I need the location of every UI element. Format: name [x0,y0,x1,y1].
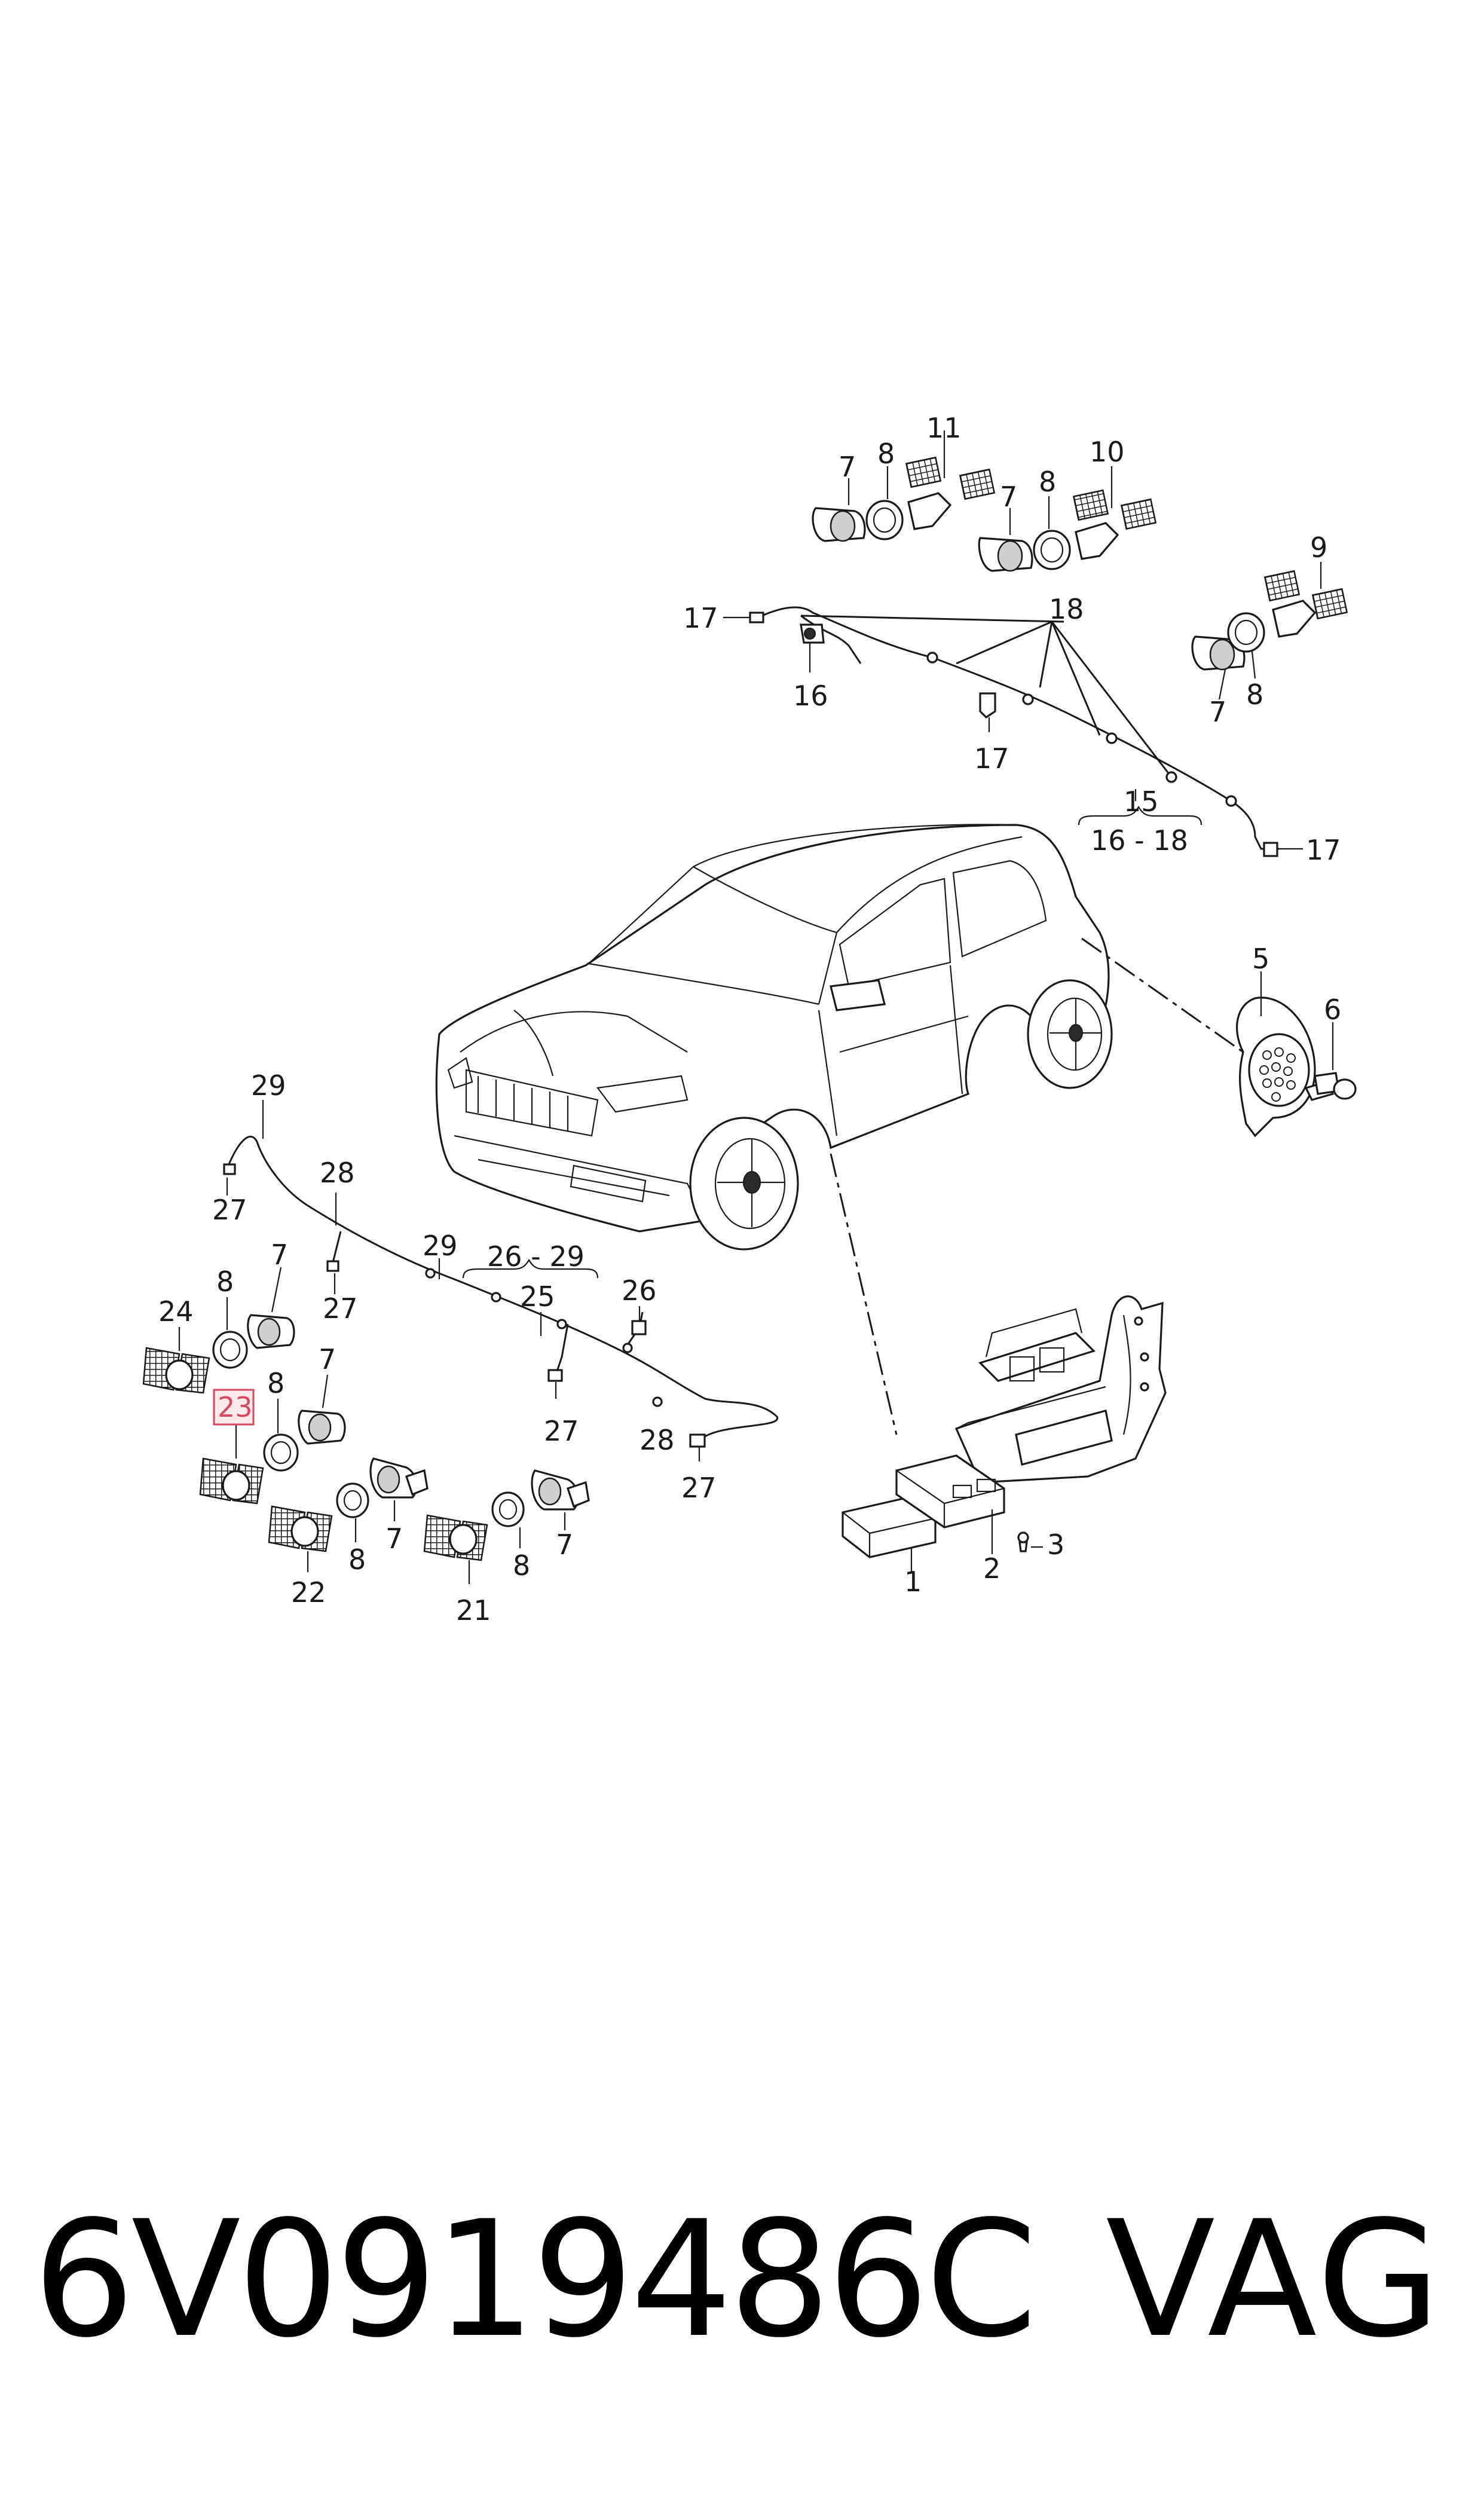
front-harness [223,1100,778,1462]
label-29-b: 29 [423,1230,458,1262]
mounting-bolt [1314,1022,1357,1100]
part-number: 6V0919486C [33,2187,1038,2373]
label-2: 2 [983,1552,1000,1585]
label-17-left: 17 [683,602,718,634]
label-21: 21 [456,1594,491,1627]
label-7-front-24: 7 [271,1239,288,1271]
label-8-front-23: 8 [267,1367,284,1399]
label-27-a: 27 [212,1194,247,1226]
label-9: 9 [1310,531,1327,564]
label-7-rear-mid: 7 [1000,481,1017,513]
label-17-right: 17 [1306,834,1341,866]
label-17-mid: 17 [974,742,1009,775]
label-27-c: 27 [544,1415,579,1447]
label-7-front-23: 7 [319,1343,336,1375]
reference-lines [830,937,1244,1435]
label-28-a: 28 [320,1157,355,1189]
front-sensor-24 [142,1267,295,1394]
label-6: 6 [1324,993,1341,1026]
control-unit [842,1454,1005,1572]
label-5: 5 [1252,943,1269,975]
label-28-b: 28 [640,1424,675,1456]
clip-screw [1017,1531,1043,1552]
label-15: 15 [1124,785,1159,818]
label-27-d: 27 [681,1472,717,1504]
label-8-front-21: 8 [513,1549,530,1582]
label-7-rear-left: 7 [839,451,856,483]
label-7-rear-right: 7 [1209,696,1226,728]
warning-buzzer [1236,971,1335,1138]
label-7-front-22: 7 [385,1523,403,1555]
label-8-front-24: 8 [216,1265,234,1298]
label-15-range: 16 - 18 [1091,824,1188,857]
label-8-front-22: 8 [348,1543,366,1576]
label-7-front-21: 7 [556,1528,573,1561]
label-8-rear-mid: 8 [1039,466,1056,498]
label-1: 1 [904,1566,922,1598]
label-10: 10 [1090,436,1125,468]
front-wheel [689,1117,799,1251]
front-sensor-21 [423,1469,590,1584]
label-8-rear-left: 8 [877,438,895,470]
footer: 6V0919486C VAG [0,2200,1484,2379]
label-24: 24 [158,1295,194,1328]
label-23: 23 [218,1391,253,1423]
brand-name: VAG [1106,2187,1443,2373]
rear-sensor-set-middle [978,466,1157,572]
control-unit-bracket [954,1295,1167,1484]
label-25: 25 [520,1280,555,1313]
rear-wheel [1027,979,1113,1089]
grille-slats [477,1076,569,1131]
label-26: 26 [622,1274,657,1307]
car-illustration [435,824,1113,1251]
label-11: 11 [926,412,962,444]
label-29-a: 29 [251,1069,286,1102]
highlight-box-23 [213,1389,255,1426]
rear-sensor-set-right [1191,562,1348,700]
rear-harness [723,606,1303,857]
label-18: 18 [1049,593,1084,625]
label-3: 3 [1047,1528,1064,1561]
front-sensor-22 [268,1457,429,1572]
rear-sensor-set-left [812,430,996,542]
front-sensor-23 [199,1374,346,1505]
label-22: 22 [291,1576,326,1609]
part-labels: 1 2 3 5 6 7 7 7 7 7 7 7 8 8 8 8 8 8 8 9 … [158,412,1341,1627]
label-16: 16 [793,680,828,712]
label-25-range: 26 - 29 [487,1240,585,1273]
label-8-rear-right: 8 [1246,678,1263,711]
label-27-b: 27 [323,1292,358,1325]
